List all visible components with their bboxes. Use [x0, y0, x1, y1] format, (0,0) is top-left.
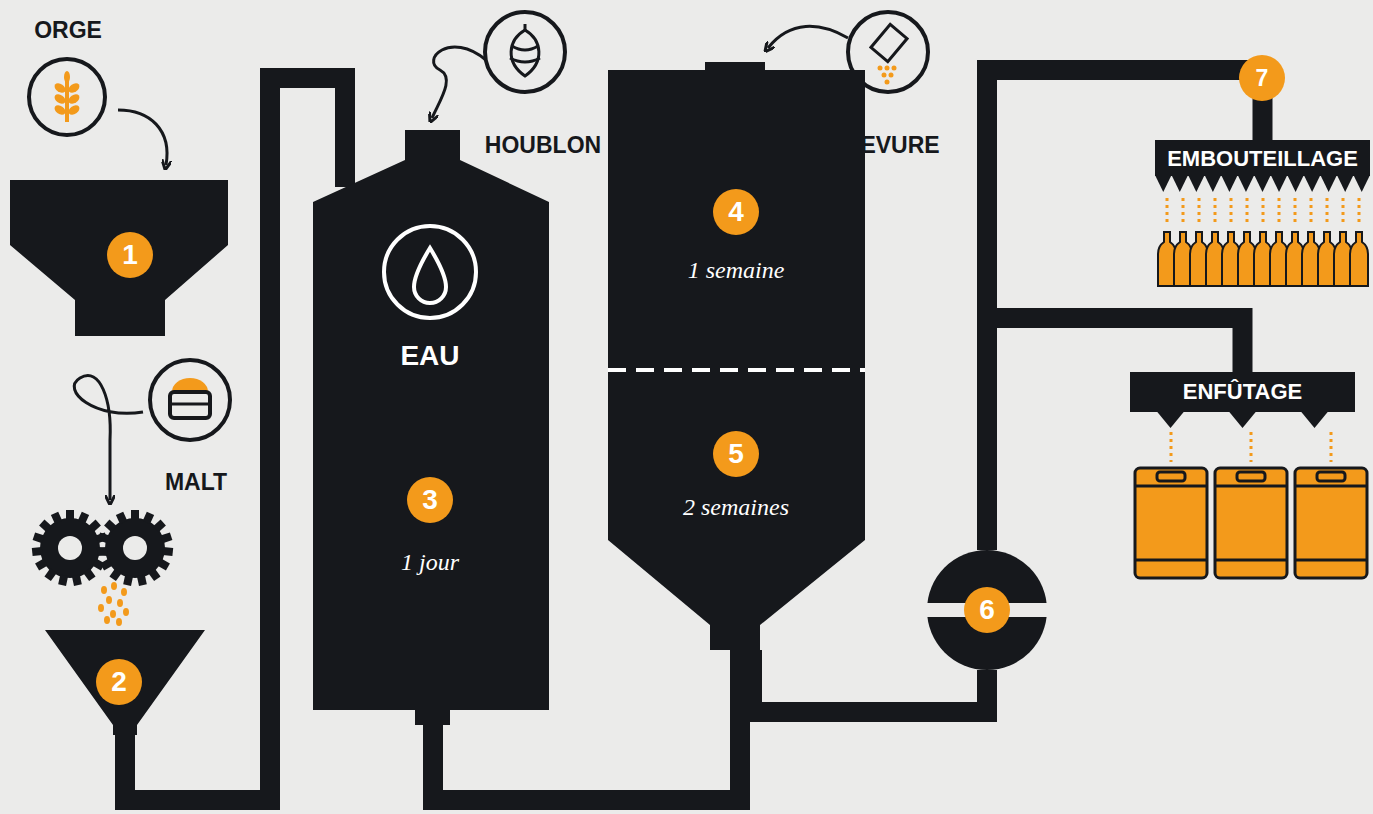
duration-note: 2 semaines [683, 494, 789, 521]
node-title: EAU [400, 340, 459, 372]
ingredient-label: HOUBLON [485, 132, 601, 159]
fermenter-bottom: 5 2 semaines [608, 368, 865, 650]
hop-icon [485, 12, 565, 92]
hopper: 1 [10, 180, 228, 336]
callout-number: 5 [713, 431, 759, 477]
bottles [1158, 198, 1368, 286]
bottling-banner: EMBOUTEILLAGE [1155, 140, 1370, 192]
kegging-banner: ENFÛTAGE [1130, 372, 1355, 428]
leader-arrow [118, 110, 167, 165]
step-title: ENFÛTAGE [1183, 379, 1302, 405]
callout-number: 2 [96, 659, 142, 705]
kegs [1135, 432, 1367, 578]
ingredient-label: ORGE [34, 17, 102, 44]
callout-number: 3 [407, 477, 453, 523]
leader-arrow [432, 47, 486, 118]
callout-number: 1 [107, 232, 153, 278]
ingredient-label: MALT [165, 469, 227, 496]
leader-arrow [768, 26, 848, 48]
leader-arrow [74, 376, 143, 500]
filter: 6 [922, 545, 1052, 675]
malt-icon [150, 360, 230, 440]
callout-number: 7 [1239, 55, 1285, 101]
mill-rollers [32, 510, 173, 586]
step-title: EMBOUTEILLAGE [1167, 146, 1358, 172]
pipe [752, 650, 987, 712]
callout-number: 4 [713, 189, 759, 235]
barley-icon [29, 59, 105, 135]
funnel: 2 [45, 630, 205, 735]
pipe [987, 318, 1243, 550]
brew-kettle-shape [313, 130, 549, 725]
grain [98, 582, 129, 626]
callout-number: 6 [964, 587, 1010, 633]
duration-note: 1 semaine [688, 257, 785, 284]
brew-kettle: EAU 3 1 jour [313, 130, 549, 725]
ingredient-label: LEVURE [846, 132, 939, 159]
duration-note: 1 jour [401, 549, 459, 576]
fermenter-top: 4 1 semaine [608, 62, 865, 368]
